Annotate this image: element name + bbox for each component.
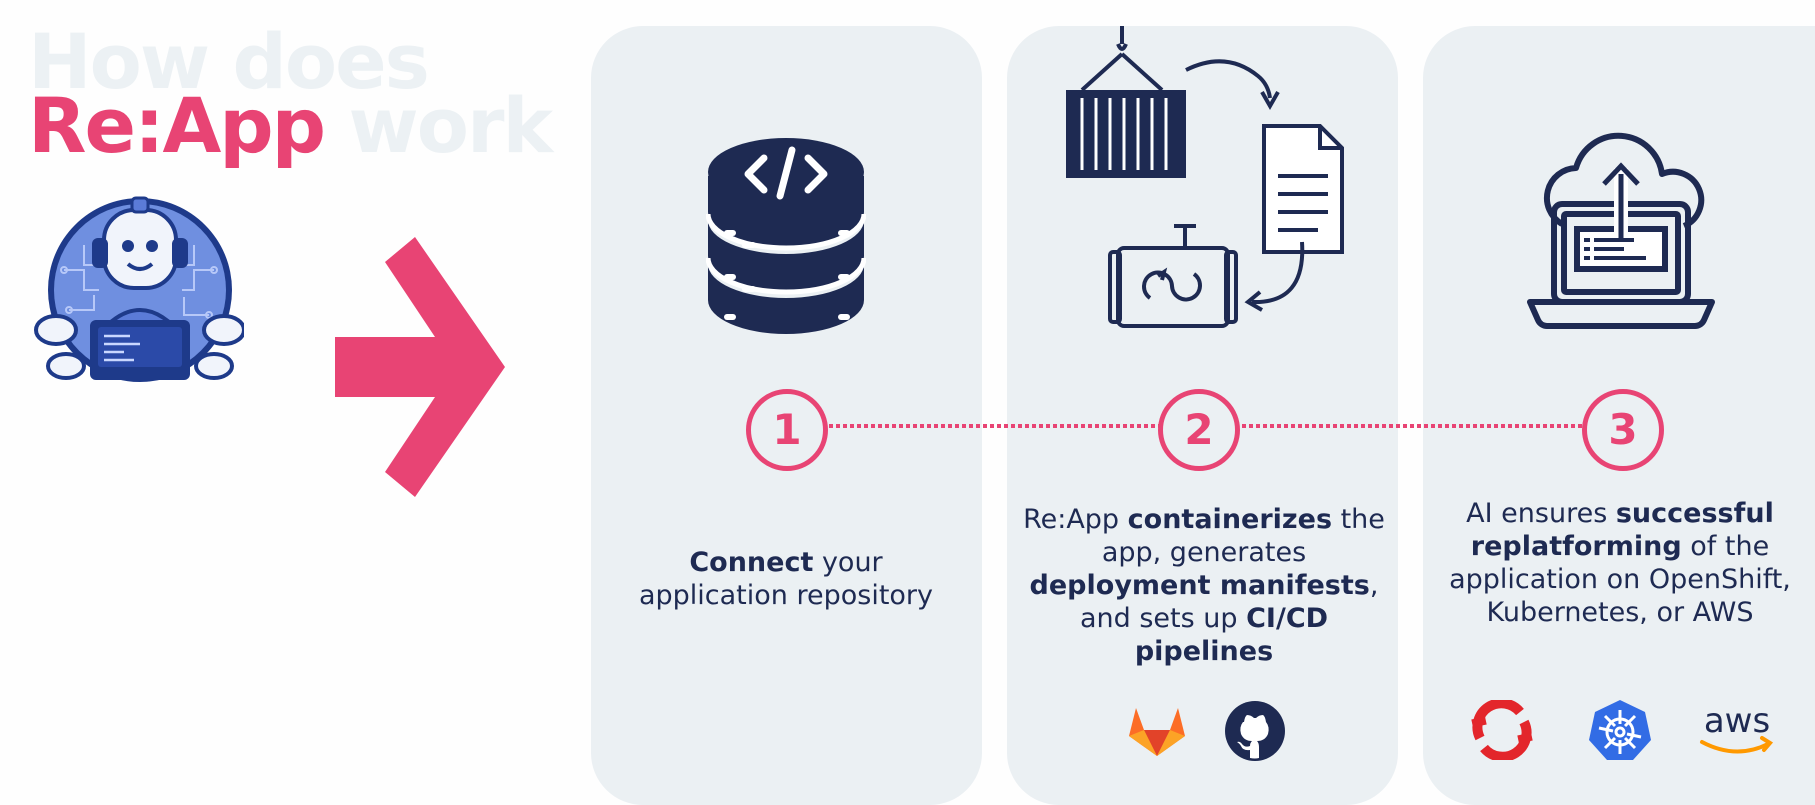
step-1-description: Connect your application repository: [616, 546, 956, 612]
step-1-text: your application repository: [638, 547, 934, 611]
laptop-cloud-upload-icon: [1527, 132, 1715, 329]
step-3-text: of the application on OpenShift, Kuberne…: [1449, 531, 1791, 628]
robot-mascot-icon: [34, 196, 244, 382]
step-2-text: Re:App: [1023, 504, 1128, 535]
openshift-logo: [1471, 700, 1533, 760]
flow-arrow-icon: [335, 237, 505, 497]
step-2-text: CI/CD pipelines: [1134, 603, 1329, 667]
step-3-description: AI ensures successful replatforming of t…: [1432, 497, 1808, 629]
step-3-text: successful replatforming: [1470, 498, 1774, 562]
aws-logo: aws: [1700, 701, 1774, 754]
step-1-text: Connect: [689, 547, 814, 578]
step-number-1: 1: [746, 389, 828, 471]
headline-brand: Re:App: [28, 81, 326, 170]
aws-wordmark: aws: [1704, 701, 1770, 741]
kubernetes-logo: [1589, 700, 1651, 760]
database-code-icon: [706, 138, 866, 334]
step-2-description: Re:App containerizes the app, generates …: [1016, 503, 1392, 668]
container-pipeline-icon: [1066, 26, 1344, 328]
step-2-text: , and sets up: [1079, 570, 1379, 634]
step-number-3: 3: [1582, 389, 1664, 471]
step-2-text: the app, generates: [1101, 504, 1385, 568]
headline: How does Re:App work: [28, 17, 553, 164]
step-number-2: 2: [1158, 389, 1240, 471]
step-2-text: deployment manifests: [1029, 570, 1370, 601]
headline-rest: work: [324, 81, 553, 170]
headline-line-1: How does: [28, 17, 430, 106]
step-3-text: AI ensures: [1466, 498, 1616, 529]
gitlab-logo: [1129, 708, 1185, 756]
github-logo: [1225, 701, 1285, 761]
step-2-text: containerizes: [1127, 504, 1333, 535]
